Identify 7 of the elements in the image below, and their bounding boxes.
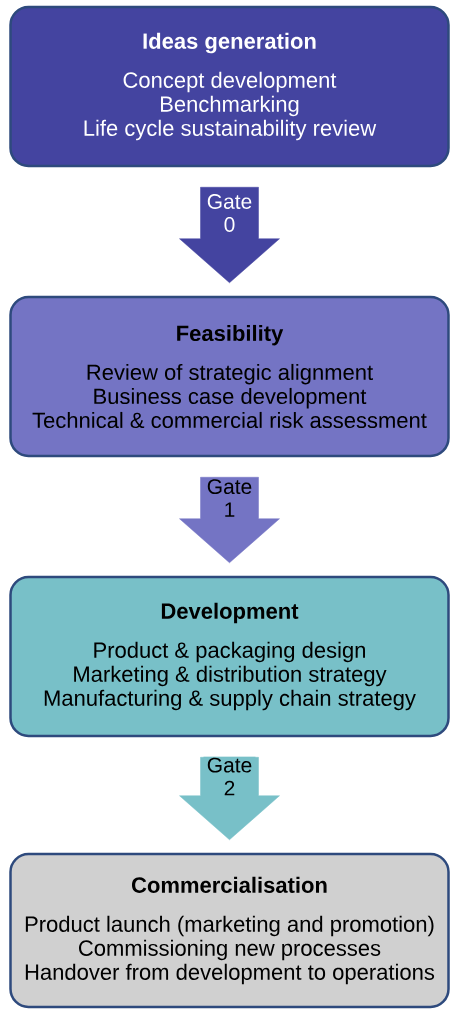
stage-box: Development Product & packaging design Marketing & distribution strategy Manufacturing & supply chain strategy [9,575,450,738]
stage-box: Commercialisation Product launch (marketing and promotion) Commissioning new processes Handover from development to operations [9,852,450,1009]
edge-label: Gate 2 [203,756,256,797]
stage-box: Feasibility Review of strategic alignment Business case development Technical & commercial risk assessment [9,295,450,458]
edge-label: Gate 0 [203,193,256,233]
edge-label: Gate 1 [203,478,256,518]
stage-box: Ideas generation Concept development Benchmarking Life cycle sustainability review [9,5,450,168]
